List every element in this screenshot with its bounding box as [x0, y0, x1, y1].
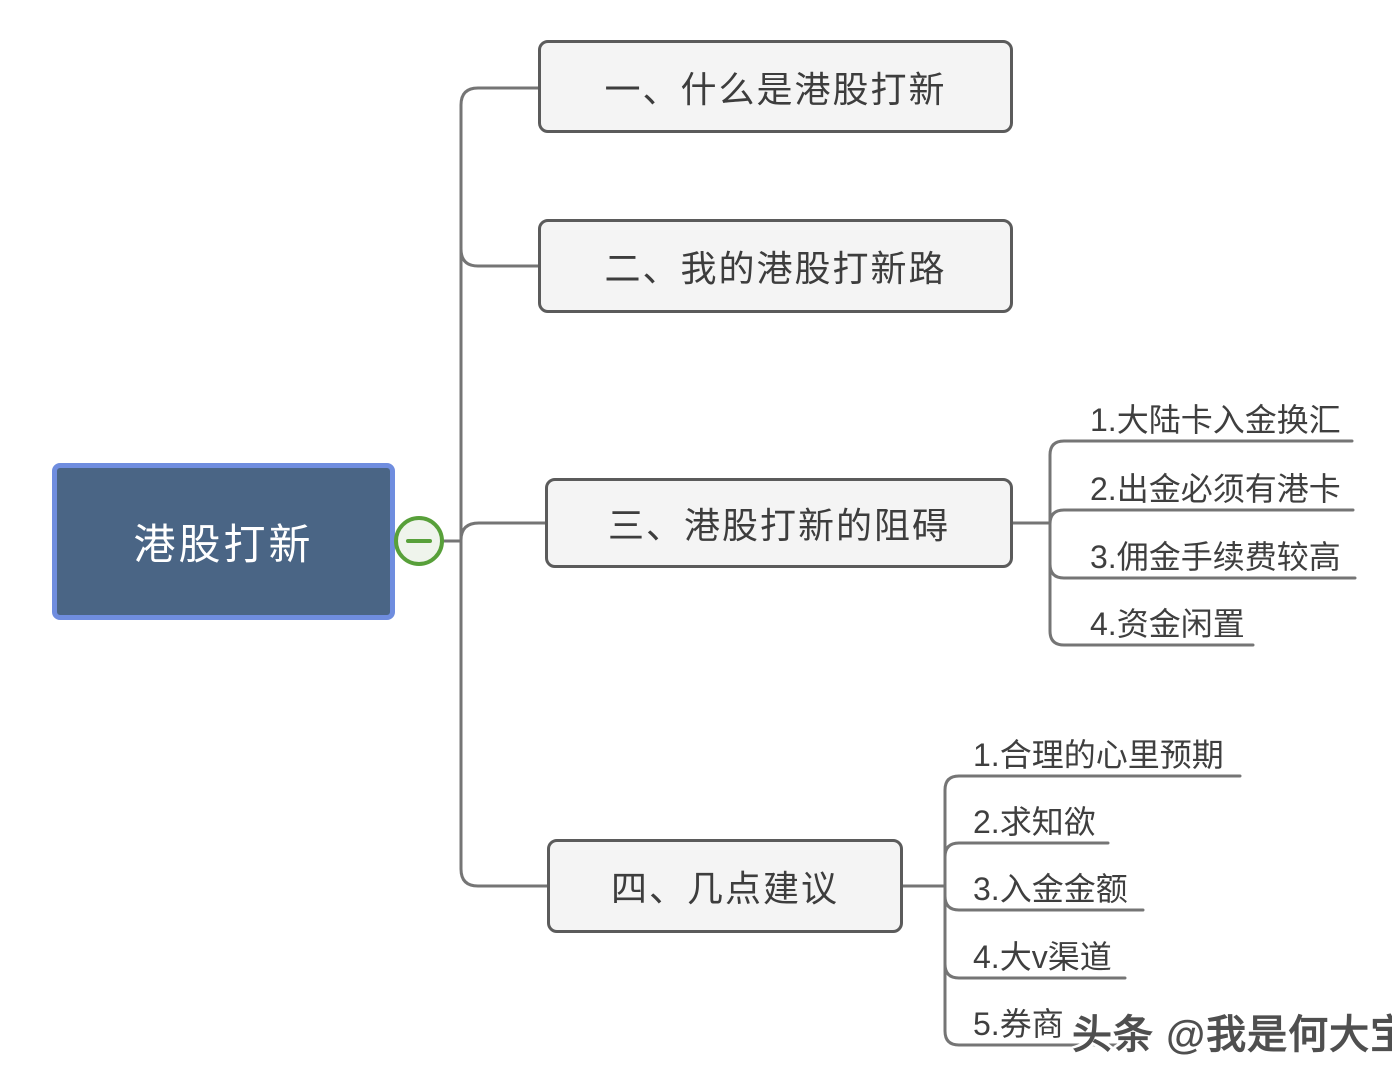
branch-topic-2-label: 二、我的港股打新路 — [604, 248, 947, 289]
subtopic-4-1[interactable]: 1.合理的心里预期 — [973, 736, 1224, 776]
subtopic-4-1-label: 1.合理的心里预期 — [973, 737, 1224, 773]
branch-topic-1[interactable]: 一、什么是港股打新 — [538, 40, 1013, 133]
subtopic-3-3[interactable]: 3.佣金手续费较高 — [1090, 538, 1341, 578]
subtopic-4-3-label: 3.入金金额 — [973, 871, 1128, 907]
subtopic-4-5-label: 5.券商 — [973, 1006, 1064, 1042]
branch-topic-3-label: 三、港股打新的阻碍 — [607, 505, 950, 546]
branch-topic-3[interactable]: 三、港股打新的阻碍 — [545, 478, 1013, 568]
branch-topic-4[interactable]: 四、几点建议 — [547, 839, 903, 933]
subtopic-4-2[interactable]: 2.求知欲 — [973, 803, 1096, 843]
connector-b3-child-2 — [1048, 508, 1355, 526]
subtopic-4-4[interactable]: 4.大v渠道 — [973, 938, 1112, 978]
root-topic-label: 港股打新 — [133, 521, 314, 568]
watermark-text: 头条 @我是何大宝 — [1072, 1013, 1392, 1057]
root-topic[interactable]: 港股打新 — [52, 463, 395, 620]
connector-trunk — [459, 86, 551, 888]
connector-b4-child-2 — [943, 841, 1110, 859]
subtopic-3-2[interactable]: 2.出金必须有港卡 — [1090, 470, 1341, 510]
subtopic-3-4-label: 4.资金闲置 — [1090, 606, 1245, 642]
subtopic-4-2-label: 2.求知欲 — [973, 804, 1096, 840]
branch-topic-1-label: 一、什么是港股打新 — [604, 68, 947, 110]
connector-b3-child-4 — [1048, 521, 1255, 647]
branch-topic-4-label: 四、几点建议 — [610, 868, 839, 909]
branch-topic-2[interactable]: 二、我的港股打新路 — [538, 219, 1013, 313]
subtopic-4-5[interactable]: 5.券商 — [973, 1005, 1064, 1045]
connector-branch-3 — [459, 521, 549, 542]
subtopic-3-2-label: 2.出金必须有港卡 — [1090, 471, 1341, 507]
connector-branch-2 — [459, 247, 542, 268]
subtopic-4-3[interactable]: 3.入金金额 — [973, 870, 1128, 910]
subtopic-4-4-label: 4.大v渠道 — [973, 939, 1112, 975]
collapse-toggle-button[interactable] — [394, 516, 444, 566]
subtopic-3-1[interactable]: 1.大陆卡入金换汇 — [1090, 401, 1341, 441]
subtopic-3-4[interactable]: 4.资金闲置 — [1090, 605, 1245, 645]
connector-b4-child-5 — [943, 884, 1145, 1047]
subtopic-3-1-label: 1.大陆卡入金换汇 — [1090, 402, 1341, 438]
connector-b3-child-1 — [1011, 439, 1354, 525]
subtopic-3-3-label: 3.佣金手续费较高 — [1090, 539, 1341, 575]
connector-b4-child-1 — [901, 774, 1242, 888]
minus-icon — [406, 539, 432, 543]
